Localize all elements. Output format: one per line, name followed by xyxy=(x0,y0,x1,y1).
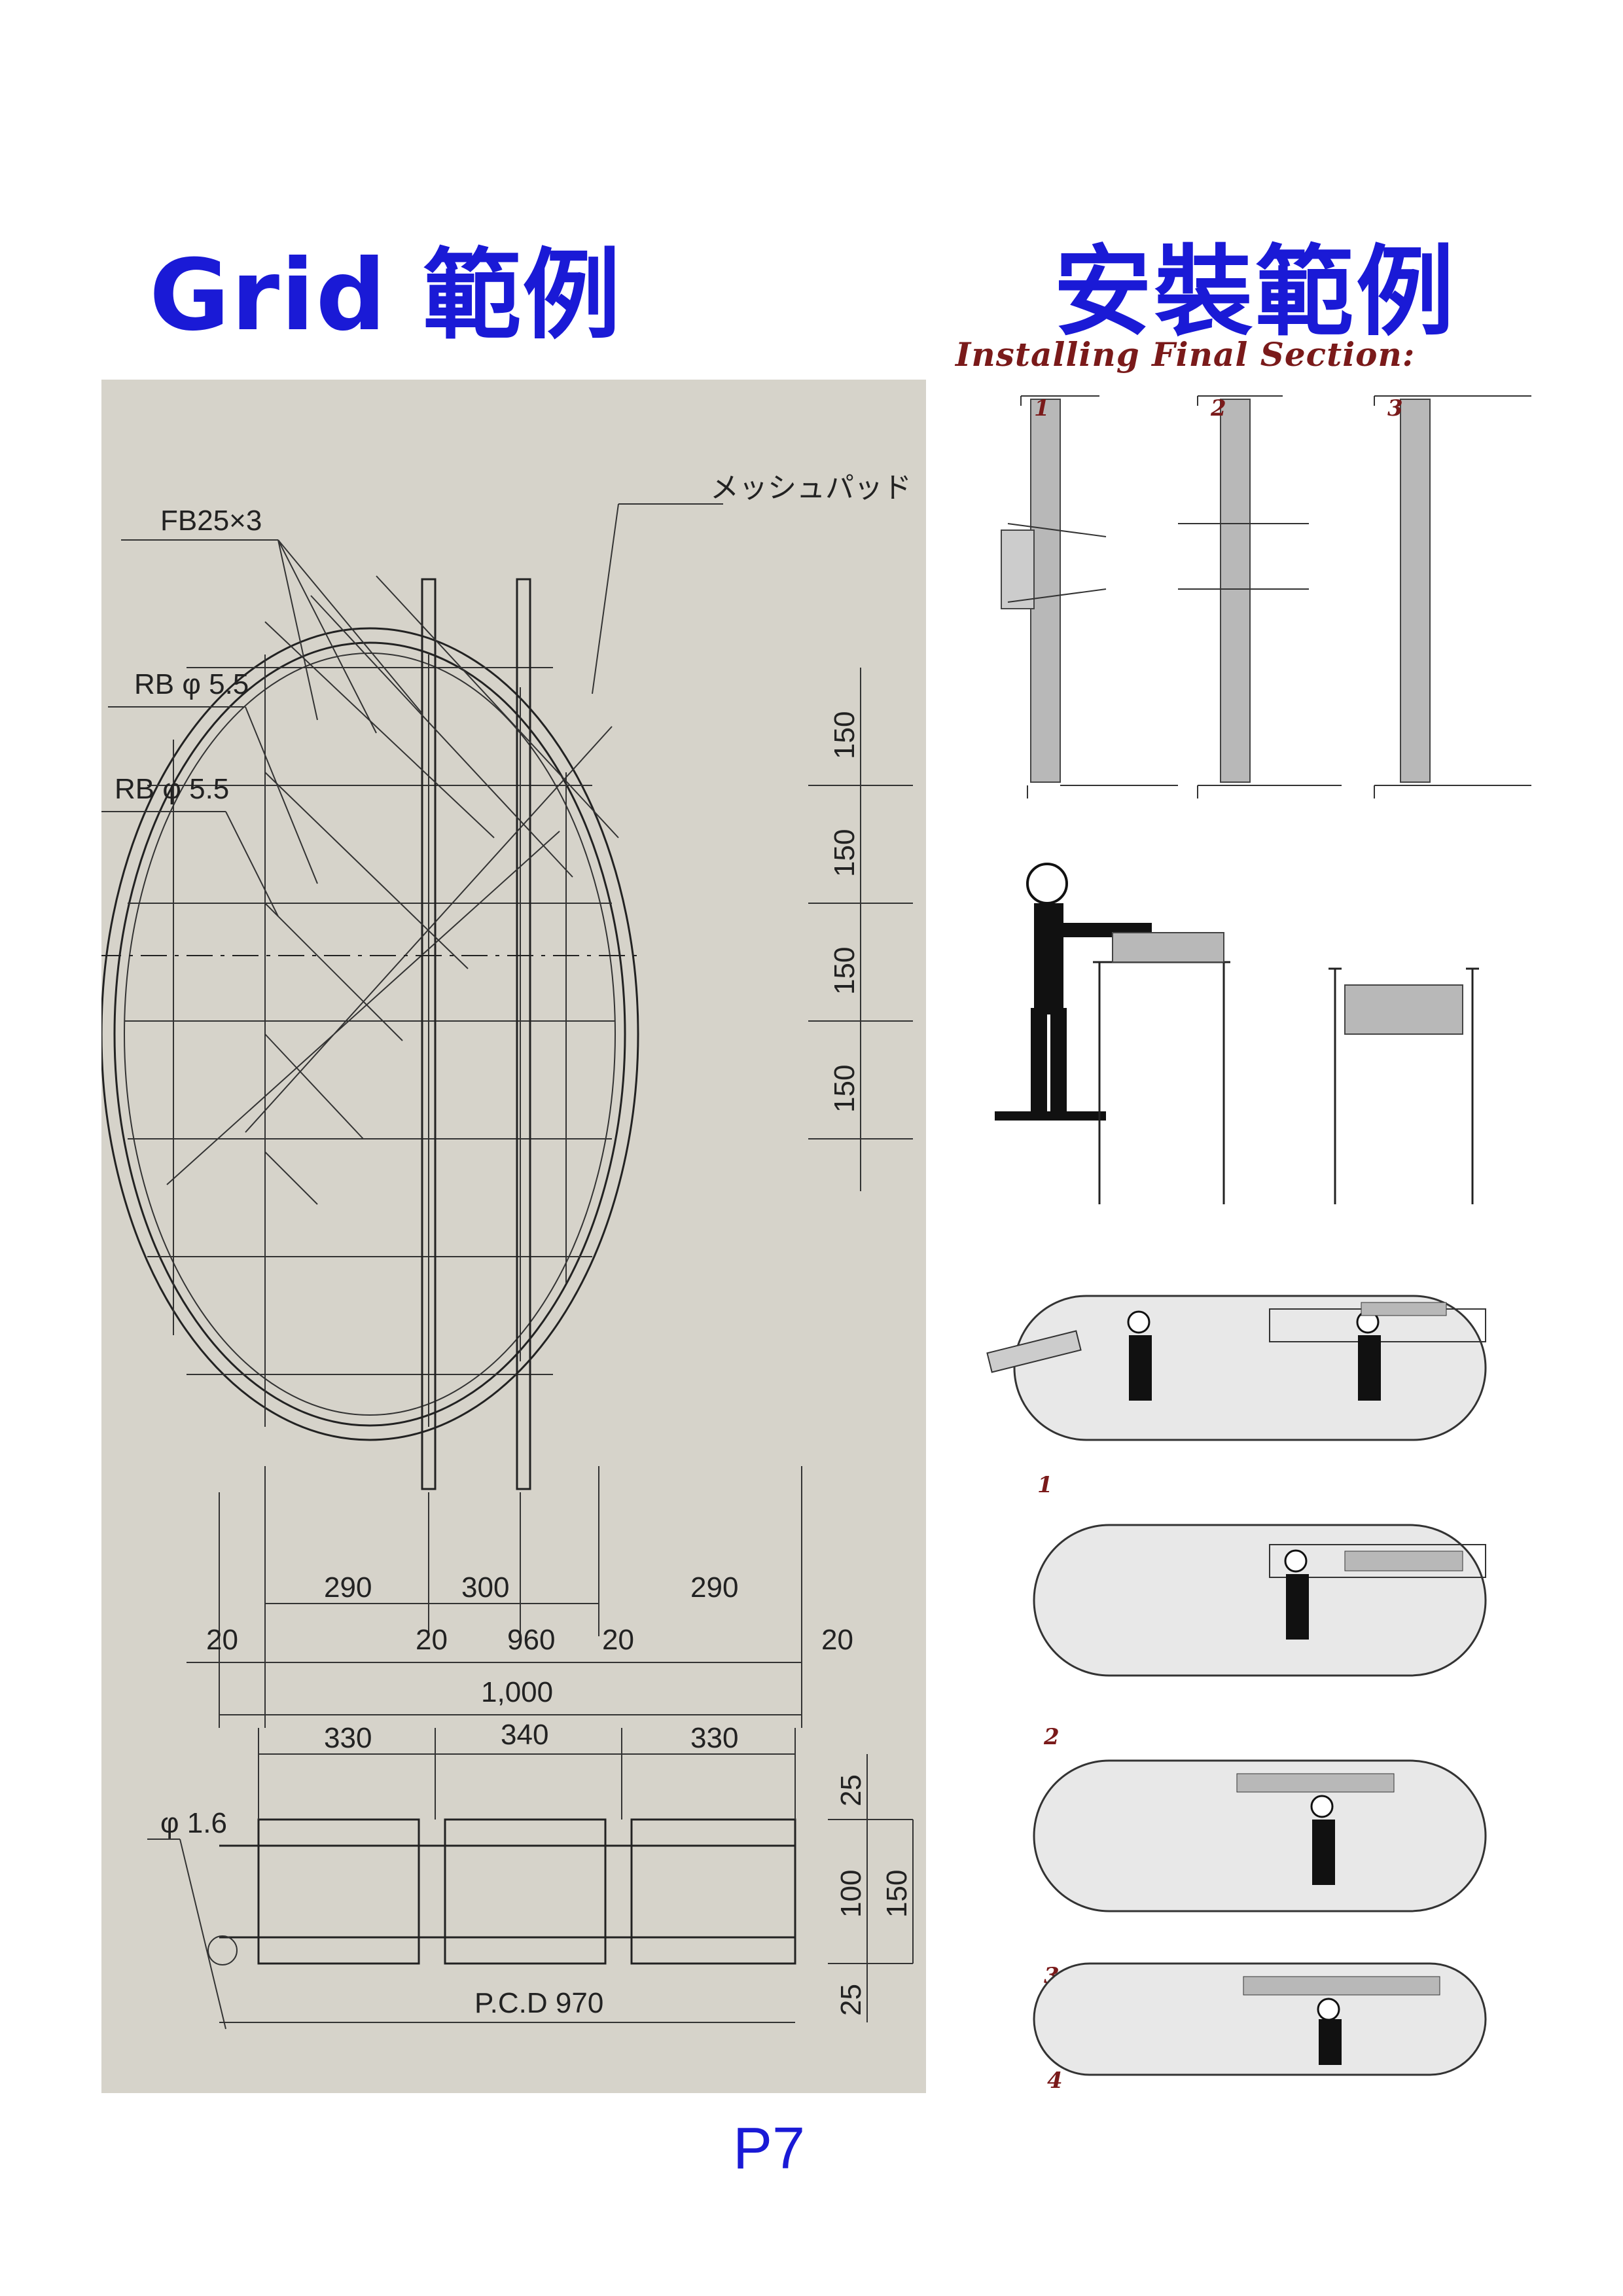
worker-on-platform xyxy=(995,863,1230,1204)
width-dimension-lines xyxy=(187,1466,802,1728)
pcd-label: P.C.D 970 xyxy=(474,1987,603,2019)
section-dimension-lines xyxy=(147,1728,914,2030)
width-dim-b: 300 xyxy=(461,1571,509,1604)
rb-label-1: RB φ 5.5 xyxy=(134,668,249,700)
grid-drawing-panel: FB25×3 メッシュパッド RB φ 5.5 RB φ 5.5 150 150… xyxy=(95,380,926,2093)
phi-label: φ 1.6 xyxy=(160,1807,227,1839)
grid-vertical-bars xyxy=(173,655,567,1427)
section-dim-top: 25 xyxy=(835,1774,867,1806)
width-dim-m2: 20 xyxy=(416,1624,448,1656)
width-dim-total: 1,000 xyxy=(481,1676,553,1708)
leader-lines xyxy=(101,503,723,917)
vessel-step-4: 4 xyxy=(1047,2068,1063,2093)
width-dim-m1: 20 xyxy=(206,1624,238,1656)
section-dim-overall: 150 xyxy=(881,1870,913,1918)
width-dim-c: 290 xyxy=(690,1571,738,1604)
grid-drawing: FB25×3 メッシュパッド RB φ 5.5 RB φ 5.5 150 150… xyxy=(95,472,914,2030)
grid-example-title: Grid 範例 xyxy=(149,239,622,353)
install-column-2 xyxy=(1178,395,1342,798)
width-dim-a: 290 xyxy=(324,1571,372,1604)
phi-circle xyxy=(207,1935,238,1965)
width-dim-m3: 960 xyxy=(507,1624,555,1656)
step-num-3: 3 xyxy=(1387,395,1403,422)
section-dim-a: 330 xyxy=(324,1722,372,1754)
vessel-1 xyxy=(986,1295,1487,1441)
section-dim-mid: 100 xyxy=(835,1870,867,1918)
grid-horizontal-bars xyxy=(124,667,615,1375)
frame-with-section xyxy=(1329,967,1479,1204)
vessel-4 xyxy=(1033,1962,1487,2076)
page-number: P7 xyxy=(733,2116,806,2181)
rb-label-2: RB φ 5.5 xyxy=(115,773,229,805)
vertical-dim-4: 150 xyxy=(829,1065,861,1113)
install-column-1 xyxy=(1001,395,1178,798)
step-num-1: 1 xyxy=(1034,395,1050,422)
width-dim-m4: 20 xyxy=(602,1624,634,1656)
vertical-dim-1: 150 xyxy=(829,711,861,759)
vessel-3 xyxy=(1033,1759,1487,1912)
vessel-step-2: 2 xyxy=(1043,1724,1060,1750)
mesh-label: メッシュパッド xyxy=(710,472,912,504)
grid-inner-ring-2 xyxy=(124,653,616,1416)
installation-illustrations: 1 2 3 xyxy=(942,380,1558,2094)
section-dim-b: 340 xyxy=(501,1719,548,1751)
install-column-3 xyxy=(1374,395,1531,798)
installation-example-title: 安裝範例 xyxy=(1054,236,1457,350)
width-dim-m5: 20 xyxy=(821,1624,853,1656)
vertical-dim-3: 150 xyxy=(829,947,861,995)
grid-section-view xyxy=(219,1818,796,1965)
vertical-dim-2: 150 xyxy=(829,829,861,877)
section-dim-bottom: 25 xyxy=(835,1984,867,2016)
fb-label: FB25×3 xyxy=(160,505,262,537)
section-dim-c: 330 xyxy=(690,1722,738,1754)
flat-bars xyxy=(421,578,531,1490)
installing-final-section-subtitle: Installing Final Section: xyxy=(955,335,1416,374)
vessel-step-1: 1 xyxy=(1037,1472,1053,1498)
vertical-dimension-lines xyxy=(808,668,913,1191)
step-num-2: 2 xyxy=(1210,395,1226,422)
grid-outer-ring xyxy=(100,627,639,1441)
installation-diagram: 1 2 3 xyxy=(986,395,1531,2094)
vessel-2 xyxy=(1033,1524,1487,1677)
grid-inner-ring xyxy=(113,641,626,1427)
